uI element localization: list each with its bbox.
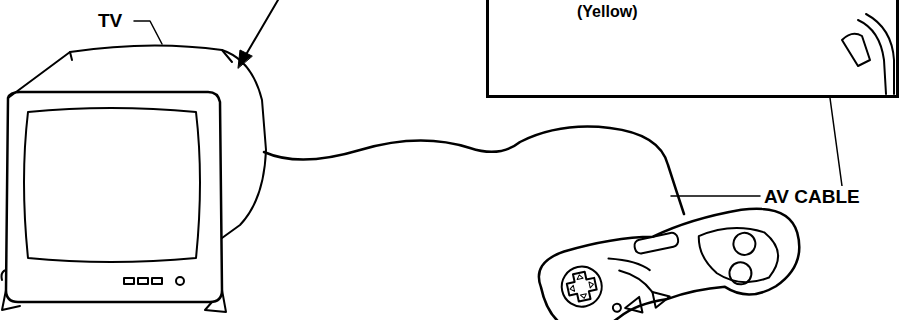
game-controller — [533, 199, 808, 320]
leader-line — [134, 21, 162, 44]
inset-plug — [842, 34, 870, 66]
arrow-head — [238, 50, 252, 68]
tv-edge — [70, 52, 72, 60]
tv-screen — [24, 108, 200, 262]
tv-button — [138, 278, 148, 284]
inset-cable — [858, 14, 894, 94]
tv-knob — [176, 277, 184, 285]
inset-box: (Yellow) — [486, 0, 899, 98]
leader-line — [830, 98, 842, 186]
av-cable — [264, 127, 684, 214]
tv-top — [8, 45, 232, 98]
cable-label: AV CABLE — [762, 186, 862, 208]
color-note: (Yellow) — [577, 3, 637, 21]
tv-front — [6, 92, 222, 302]
tv-button — [152, 278, 162, 284]
pointer-arrow — [244, 0, 278, 58]
tv-button — [124, 278, 134, 284]
leader-line — [671, 195, 760, 197]
tv-notch — [2, 270, 7, 280]
tv-label: TV — [96, 10, 124, 32]
tv-stand — [2, 290, 226, 312]
tv-back — [222, 50, 266, 238]
